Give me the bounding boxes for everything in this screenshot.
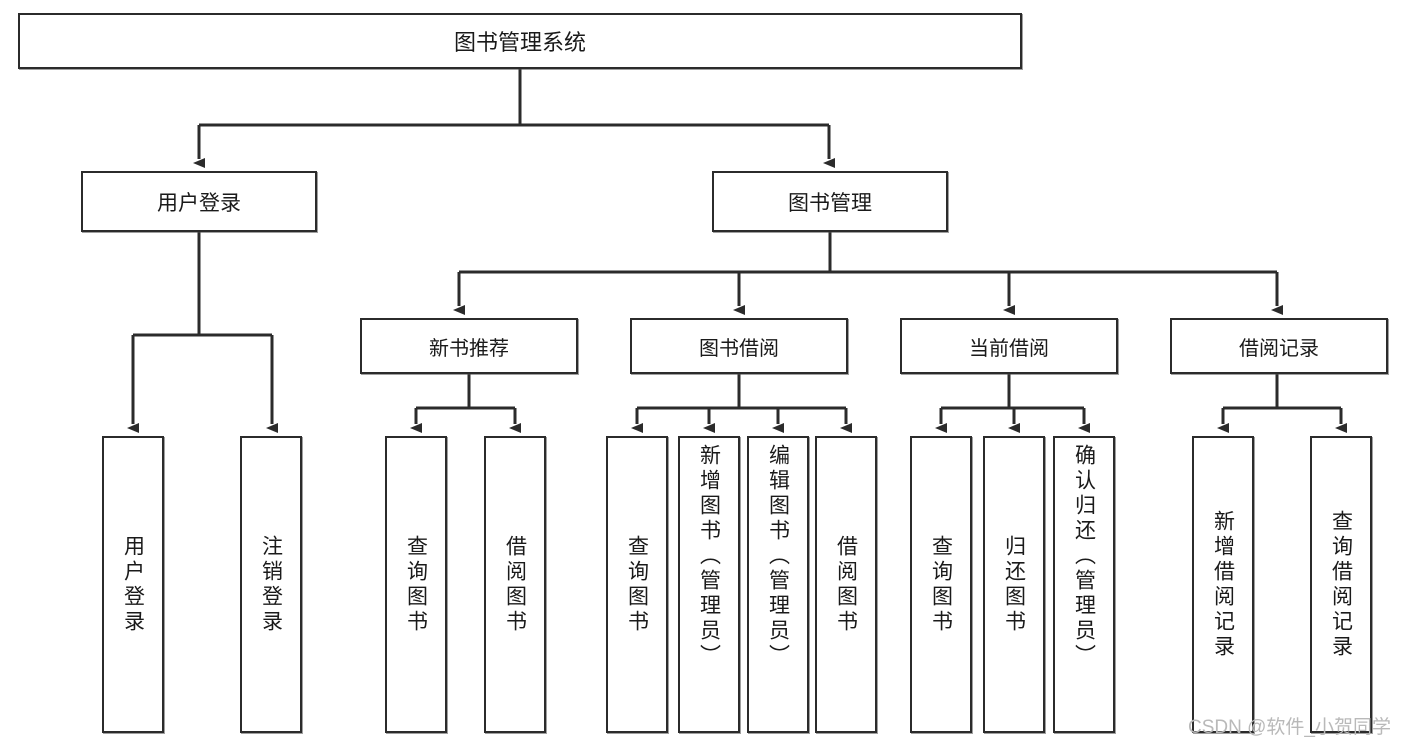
node-label: 注销登录 xyxy=(259,534,283,635)
node-label: 查询图书 xyxy=(929,534,953,635)
node-label: 确认归还（管理员） xyxy=(1072,444,1096,669)
node-label: 图书借阅 xyxy=(699,337,779,360)
leaf-borrow-query-book[interactable]: 查询图书 xyxy=(606,436,668,733)
node-label: 编辑图书（管理员） xyxy=(766,444,790,669)
node-label: 新书推荐 xyxy=(429,337,509,360)
node-label: 归还图书 xyxy=(1002,534,1026,635)
leaf-new-borrow-book[interactable]: 借阅图书 xyxy=(484,436,546,733)
node-label: 查询借阅记录 xyxy=(1329,509,1353,660)
node-label: 图书管理 xyxy=(788,191,872,215)
node-new-book-recommend[interactable]: 新书推荐 xyxy=(360,318,578,374)
leaf-new-query-book[interactable]: 查询图书 xyxy=(385,436,447,733)
node-label: 借阅图书 xyxy=(503,534,527,635)
node-label: 用户登录 xyxy=(157,191,241,215)
node-label: 新增图书（管理员） xyxy=(697,444,721,669)
leaf-current-return-book[interactable]: 归还图书 xyxy=(983,436,1045,733)
edge-root-to-level2 xyxy=(193,69,835,168)
edge-borrow-to-leaves xyxy=(631,374,852,433)
node-label: 用户登录 xyxy=(121,534,145,635)
edge-current-to-leaves xyxy=(935,374,1090,433)
node-book-management[interactable]: 图书管理 xyxy=(712,171,948,232)
leaf-record-query[interactable]: 查询借阅记录 xyxy=(1310,436,1372,733)
node-current-borrow[interactable]: 当前借阅 xyxy=(900,318,1118,374)
node-borrow-record[interactable]: 借阅记录 xyxy=(1170,318,1388,374)
leaf-current-confirm-return-admin[interactable]: 确认归还（管理员） xyxy=(1053,436,1115,733)
leaf-record-add[interactable]: 新增借阅记录 xyxy=(1192,436,1254,733)
leaf-user-login[interactable]: 用户登录 xyxy=(102,436,164,733)
node-label: 借阅图书 xyxy=(834,534,858,635)
edge-book-to-level3 xyxy=(453,232,1283,315)
leaf-borrow-edit-book-admin[interactable]: 编辑图书（管理员） xyxy=(747,436,809,733)
node-user-login[interactable]: 用户登录 xyxy=(81,171,317,232)
edge-newbook-to-leaves xyxy=(410,374,521,433)
leaf-user-logout[interactable]: 注销登录 xyxy=(240,436,302,733)
watermark-text: CSDN @软件_小贺同学 xyxy=(1188,717,1391,738)
node-root[interactable]: 图书管理系统 xyxy=(18,13,1022,69)
node-label: 借阅记录 xyxy=(1239,337,1319,360)
node-book-borrow[interactable]: 图书借阅 xyxy=(630,318,848,374)
leaf-current-query-book[interactable]: 查询图书 xyxy=(910,436,972,733)
node-label: 查询图书 xyxy=(625,534,649,635)
node-label: 图书管理系统 xyxy=(453,30,586,55)
node-label: 查询图书 xyxy=(404,534,428,635)
leaf-borrow-add-book-admin[interactable]: 新增图书（管理员） xyxy=(678,436,740,733)
leaf-borrow-lend-book[interactable]: 借阅图书 xyxy=(815,436,877,733)
edge-user-to-leaves xyxy=(127,232,278,433)
node-label: 当前借阅 xyxy=(969,337,1049,360)
edge-record-to-leaves xyxy=(1217,374,1347,433)
node-label: 新增借阅记录 xyxy=(1211,509,1235,660)
